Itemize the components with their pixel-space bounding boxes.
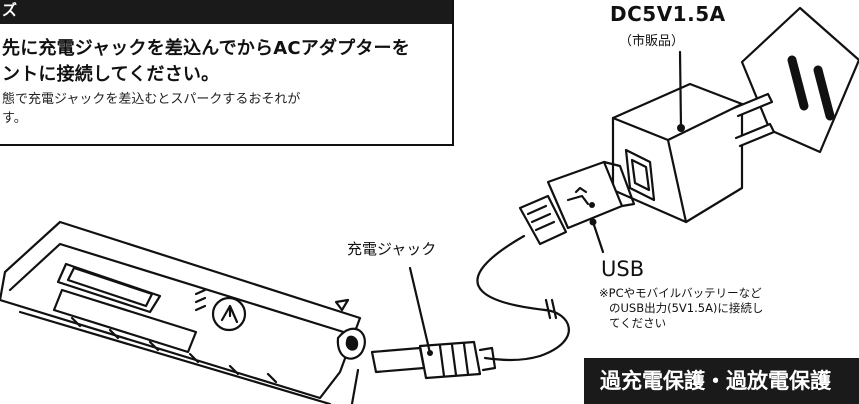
- charging-jack-label: 充電ジャック: [347, 240, 437, 258]
- caution-main-text: 先に充電ジャックを差込んでからACアダプターを ントに接続してください。: [2, 36, 410, 88]
- wall-outlet: [740, 6, 859, 154]
- adapter-rating-label: DC5V1.5A: [610, 2, 726, 26]
- protection-banner: 過充電保護・過放電保護: [584, 358, 859, 404]
- charging-caution-box: ズ 先に充電ジャックを差込んでからACアダプターを ントに接続してください。 態…: [0, 0, 454, 146]
- caution-sub-line-1: 態で充電ジャックを差込むとスパークするおそれが: [2, 92, 301, 107]
- usb-note-line-2: のUSB出力(5V1.5A)に接続し: [609, 301, 764, 315]
- caution-heading-text: ズ: [2, 1, 18, 19]
- caution-sub-text: 態で充電ジャックを差込むとスパークするおそれが す。: [2, 90, 300, 128]
- usb-note-line-3: てください: [609, 316, 667, 330]
- caution-header: ズ: [0, 0, 452, 24]
- usb-label: USB: [601, 257, 645, 281]
- usb-cable: [476, 234, 570, 362]
- protection-banner-text: 過充電保護・過放電保護: [600, 369, 831, 393]
- usb-note: ※PCやモバイルバッテリーなど のUSB出力(5V1.5A)に接続し てください: [599, 286, 763, 331]
- adapter-note-label: （市販品）: [619, 34, 685, 49]
- usb-note-line-1: ※PCやモバイルバッテリーなど: [599, 286, 762, 300]
- caution-sub-line-2: す。: [2, 111, 27, 126]
- charging-jack-plug: [370, 266, 497, 380]
- ac-adapter: [611, 50, 776, 224]
- caution-line-2: ントに接続してください。: [2, 64, 220, 85]
- usb-plug: [518, 160, 636, 254]
- caution-line-1: 先に充電ジャックを差込んでからACアダプターを: [2, 38, 410, 59]
- device-body: [0, 220, 366, 404]
